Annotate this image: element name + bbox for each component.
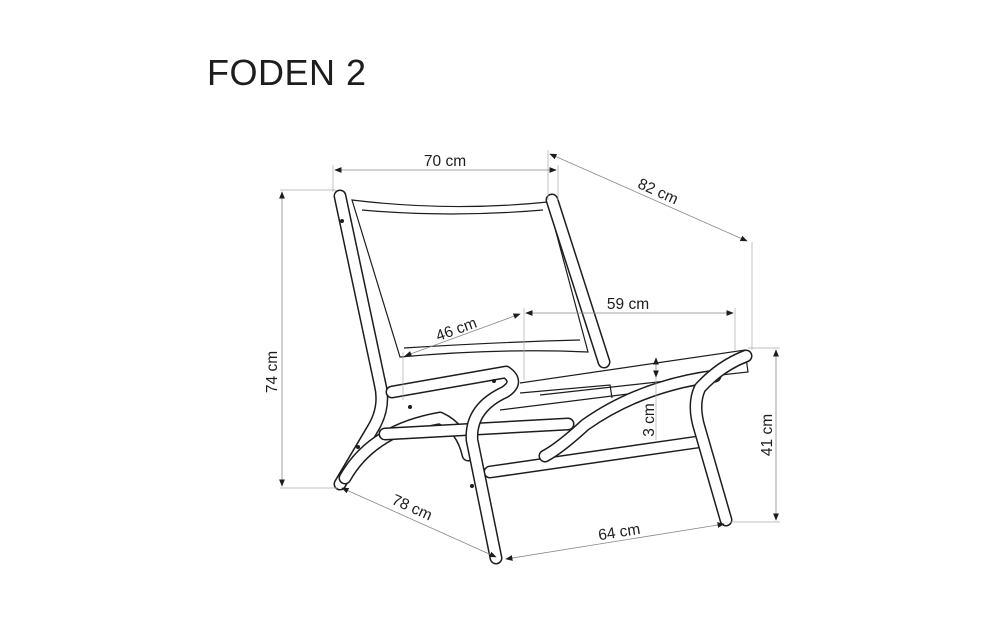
leg-span-label: 64 cm: [597, 521, 641, 544]
width-label: 70 cm: [424, 153, 466, 170]
leg-span-dimension-line: [505, 522, 725, 561]
product-title: FODEN 2: [207, 52, 367, 93]
depth-label: 82 cm: [635, 176, 680, 209]
seat-depth-label: 59 cm: [607, 296, 649, 313]
height-label: 74 cm: [264, 351, 281, 393]
side-length-dimension-line: [341, 487, 497, 558]
seat-height-label: 41 cm: [759, 414, 776, 456]
seat-width-label: 46 cm: [434, 315, 479, 345]
seat-thickness-label: 3 cm: [641, 403, 658, 437]
depth-dimension-line: [549, 153, 748, 242]
seat-width-dimension-line: [404, 313, 521, 357]
